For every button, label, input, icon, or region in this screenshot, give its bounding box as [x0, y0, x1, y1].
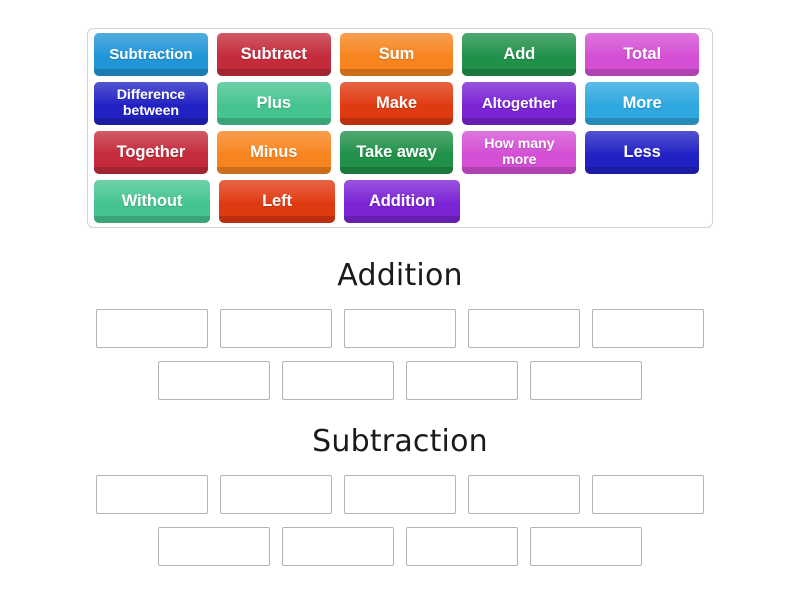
slot-row-subtraction-2: [0, 527, 800, 566]
drop-slot[interactable]: [468, 475, 580, 514]
drop-slot[interactable]: [158, 527, 270, 566]
word-tile-label: Plus: [256, 93, 291, 112]
word-tile-label: Sum: [378, 44, 415, 63]
word-tile-label: Minus: [250, 142, 298, 161]
word-tile-label: Total: [623, 44, 661, 63]
word-tile[interactable]: Difference between: [94, 82, 208, 125]
word-tile-label: Together: [116, 142, 186, 161]
word-tile-label: Make: [376, 93, 417, 112]
drop-slot[interactable]: [592, 309, 704, 348]
word-tile-label: Take away: [356, 142, 437, 161]
slot-row-addition-2: [0, 361, 800, 400]
word-tile-label: Difference between: [116, 86, 186, 119]
word-tile[interactable]: Make: [339, 82, 454, 125]
word-tile[interactable]: More: [585, 82, 699, 125]
word-tile[interactable]: Less: [585, 131, 699, 174]
word-tile[interactable]: Left: [219, 180, 335, 223]
word-tile[interactable]: Sum: [339, 33, 454, 76]
word-tile-label: Left: [262, 191, 292, 210]
word-tile[interactable]: Without: [94, 180, 210, 223]
drop-slot[interactable]: [406, 527, 518, 566]
drop-slot[interactable]: [220, 475, 332, 514]
drop-slot[interactable]: [592, 475, 704, 514]
word-tile-label: Altogether: [481, 94, 557, 112]
group-title-subtraction: Subtraction: [312, 424, 488, 459]
word-tile[interactable]: Subtract: [216, 33, 331, 76]
word-tile[interactable]: Minus: [216, 131, 331, 174]
word-tile[interactable]: Addition: [344, 180, 460, 223]
slot-row-subtraction-1: [0, 475, 800, 514]
word-tile[interactable]: Total: [585, 33, 699, 76]
word-tile-label: Subtraction: [109, 45, 193, 63]
word-tile-label: How many more: [484, 135, 555, 168]
drop-slot[interactable]: [96, 309, 208, 348]
drop-group-subtraction: Subtraction: [0, 421, 800, 566]
word-tile-label: More: [622, 93, 662, 112]
word-tile[interactable]: Plus: [216, 82, 331, 125]
drop-group-addition: Addition: [0, 255, 800, 400]
drop-slot[interactable]: [158, 361, 270, 400]
word-tile[interactable]: How many more: [462, 131, 577, 174]
word-tile-label: Addition: [368, 191, 436, 210]
drop-slot[interactable]: [530, 527, 642, 566]
tile-row: Difference between Plus Make Altogether More: [94, 82, 708, 131]
word-tile-label: Add: [503, 44, 536, 63]
tile-row: Without Left Addition: [94, 180, 708, 229]
drop-slot[interactable]: [96, 475, 208, 514]
word-tile[interactable]: Altogether: [462, 82, 577, 125]
word-tile-label: Less: [623, 142, 661, 161]
tile-row: Subtraction Subtract Sum Add Total: [94, 33, 708, 82]
drop-slot[interactable]: [282, 361, 394, 400]
drop-slot[interactable]: [406, 361, 518, 400]
word-tile[interactable]: Subtraction: [94, 33, 208, 76]
drop-slot[interactable]: [282, 527, 394, 566]
group-title-addition: Addition: [337, 258, 463, 293]
drop-slot[interactable]: [530, 361, 642, 400]
drop-slot[interactable]: [344, 309, 456, 348]
word-tile-label: Without: [121, 191, 183, 210]
word-tile-label: Subtract: [240, 44, 307, 63]
slot-row-addition-1: [0, 309, 800, 348]
drop-slot[interactable]: [468, 309, 580, 348]
word-tile[interactable]: Together: [94, 131, 208, 174]
drop-slot[interactable]: [220, 309, 332, 348]
tile-row: Together Minus Take away How many more Less: [94, 131, 708, 180]
word-tile[interactable]: Add: [462, 33, 577, 76]
word-tile[interactable]: Take away: [339, 131, 454, 174]
drop-slot[interactable]: [344, 475, 456, 514]
